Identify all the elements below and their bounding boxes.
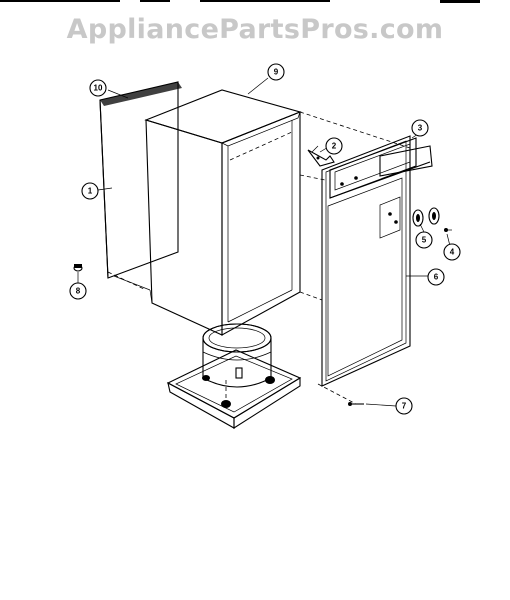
leader-lines <box>77 77 451 407</box>
callout-label-3: 3 <box>418 124 423 133</box>
callout-label-1: 1 <box>88 187 93 196</box>
callout-4: 4 <box>443 243 461 261</box>
callout-1: 1 <box>81 182 99 200</box>
callout-9: 9 <box>267 63 285 81</box>
callout-label-4: 4 <box>450 248 455 257</box>
callout-8: 8 <box>69 282 87 300</box>
callout-5: 5 <box>415 231 433 249</box>
watermark: AppliancePartsPros.com <box>66 14 444 45</box>
compressor <box>202 323 275 408</box>
control-knobs <box>412 207 440 227</box>
callout-6: 6 <box>427 268 445 286</box>
cabinet-wrapper <box>113 89 302 336</box>
screw-7 <box>348 402 364 406</box>
filter-panel <box>99 81 182 279</box>
assembly-guide-lines <box>107 111 411 405</box>
grommet-8 <box>73 264 83 272</box>
control-bracket <box>307 145 335 167</box>
callout-7: 7 <box>395 397 413 415</box>
callout-label-8: 8 <box>76 287 81 296</box>
callout-10: 10 <box>89 79 107 97</box>
front-grille-panel <box>321 135 433 387</box>
callout-3: 3 <box>411 119 429 137</box>
callout-label-6: 6 <box>434 273 439 282</box>
callout-label-10: 10 <box>94 84 103 93</box>
callout-label-5: 5 <box>422 236 427 245</box>
callout-label-2: 2 <box>332 142 337 151</box>
callout-label-9: 9 <box>274 68 279 77</box>
callout-2: 2 <box>325 137 343 155</box>
callout-label-7: 7 <box>402 402 407 411</box>
top-edge-strip <box>0 0 480 3</box>
base-pan <box>166 349 302 430</box>
screw-4 <box>444 228 452 232</box>
